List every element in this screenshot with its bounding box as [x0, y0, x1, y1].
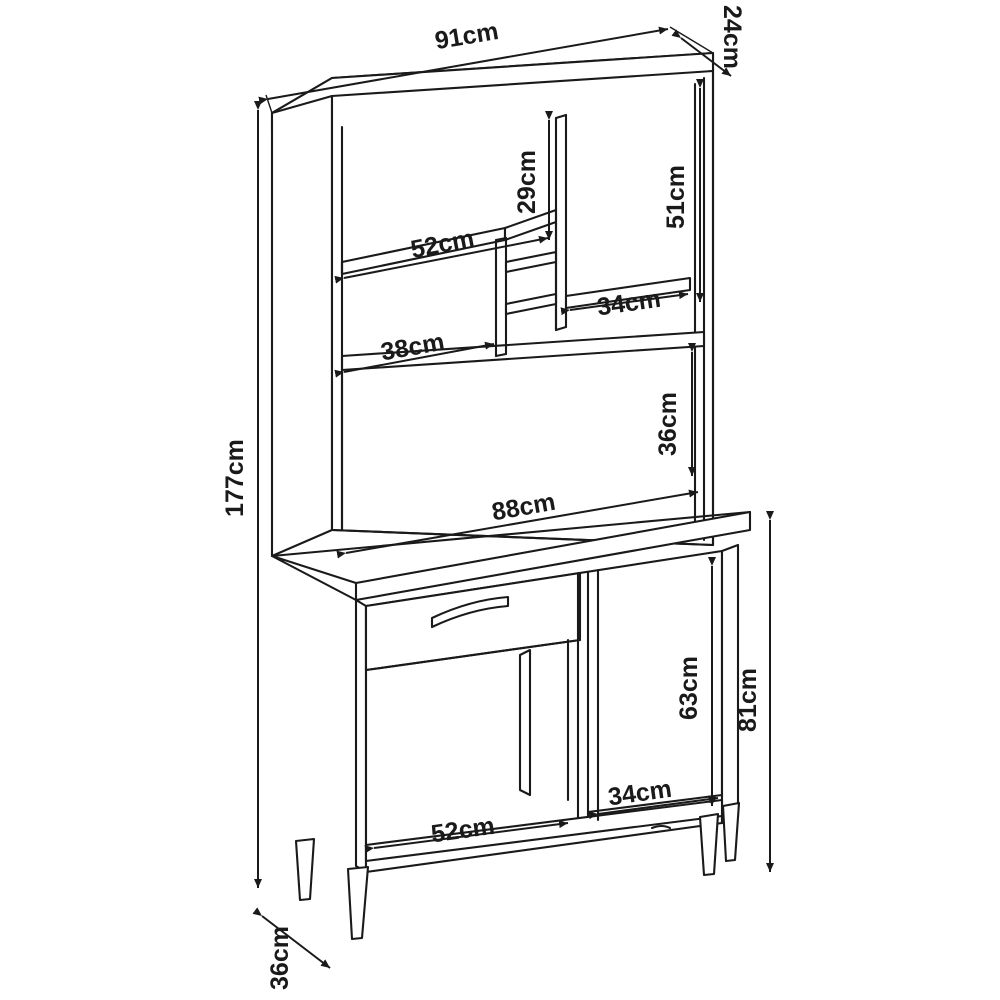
dim-line-width-91 [258, 26, 669, 105]
dim-label-depth-36: 36cm [266, 926, 294, 990]
dim-line-depth-24 [671, 29, 732, 77]
dim-line-base-34 [588, 795, 719, 820]
dim-label-depth-24: 24cm [718, 5, 746, 69]
dim-line-counter-88 [336, 489, 699, 559]
dim-line-base-52 [364, 820, 569, 854]
dim-line-shelf-34-upper [560, 291, 689, 316]
dim-line-depth-36 [252, 907, 331, 969]
dim-line-shelf-38 [334, 341, 495, 378]
drawer [364, 571, 582, 672]
dim-line-shelf-52 [334, 235, 549, 284]
dim-label-width-91: 91cm [433, 17, 501, 55]
door-knob [650, 824, 672, 830]
base-vertical-divider [566, 570, 590, 830]
drawer-handle [430, 595, 510, 629]
dim-label-niche-29: 29cm [513, 150, 541, 214]
dim-label-niche-36: 36cm [654, 392, 682, 456]
base-inner-panel [518, 648, 532, 797]
dim-label-height-177: 177cm [221, 439, 249, 517]
dim-label-compartment-51: 51cm [662, 165, 690, 229]
dim-label-base-63: 63cm [675, 656, 703, 720]
tapered-legs [294, 801, 741, 941]
dim-label-base-81: 81cm [734, 668, 762, 732]
